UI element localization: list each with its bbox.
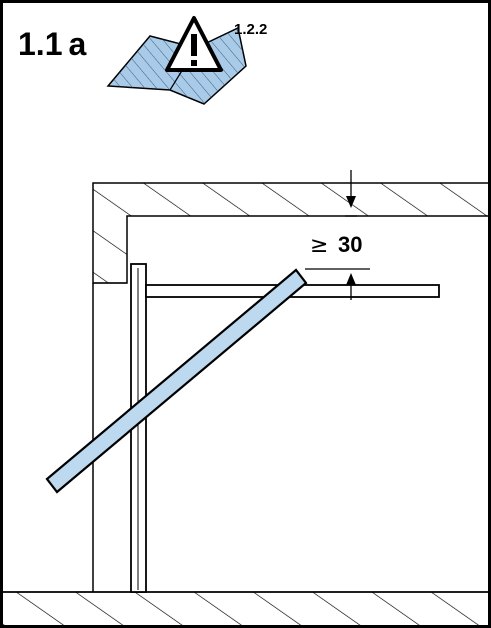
reference-number: 1.2.2	[234, 21, 267, 38]
door-frame	[130, 263, 147, 593]
dimension-symbol: ≥	[310, 233, 328, 258]
diagonal-rail-body	[45, 268, 308, 494]
warning-triangle-icon	[165, 16, 223, 72]
dimension-value: 30	[338, 232, 362, 257]
arrow-down-icon	[346, 196, 356, 208]
building-structure	[0, 182, 491, 628]
arrow-up-icon	[346, 273, 356, 285]
floor	[0, 592, 491, 628]
diagonal-rail	[45, 268, 308, 494]
ceiling-and-lintel	[92, 182, 491, 284]
dimension-marks: ≥ 30	[305, 170, 370, 300]
